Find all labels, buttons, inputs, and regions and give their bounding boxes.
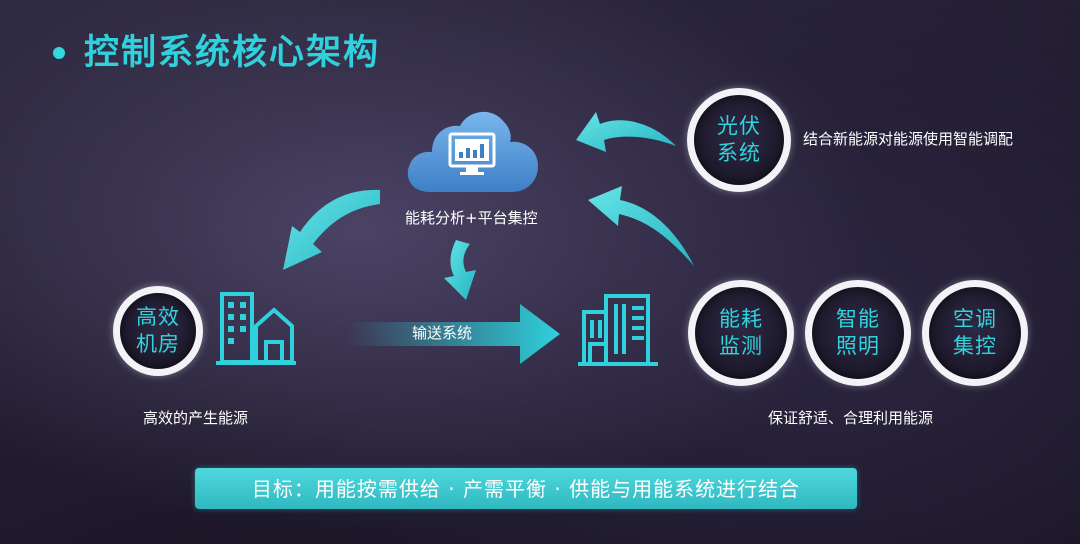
goal-text: 目标：用能按需供给 · 产需平衡 · 供能与用能系统进行结合 — [251, 476, 801, 501]
systems-caption: 保证舒适、合理利用能源 — [768, 409, 934, 427]
title-bullet — [53, 47, 65, 59]
ring-efficient-plant-label: 高效机房 — [136, 305, 180, 356]
solar-caption: 结合新能源对能源使用智能调配 — [803, 130, 1014, 148]
arrow-cloud-to-source — [283, 189, 380, 270]
building-icon — [216, 292, 296, 365]
arrow-systems-to-cloud — [588, 186, 694, 266]
ring-efficient-plant: 高效机房 — [113, 286, 203, 376]
transport-label: 输送系统 — [412, 324, 473, 342]
ring-energy-monitoring: 能耗监测 — [688, 280, 794, 386]
ring-smart-lighting-label: 智能照明 — [836, 307, 880, 358]
office-building-icon — [578, 294, 658, 366]
transport-arrow — [348, 304, 560, 364]
ring-energy-monitoring-label: 能耗监测 — [719, 307, 763, 358]
source-caption: 高效的产生能源 — [143, 409, 249, 427]
ring-hvac-control: 空调集控 — [922, 280, 1028, 386]
arrow-solar-to-cloud — [576, 112, 676, 152]
ring-hvac-control-label: 空调集控 — [953, 307, 997, 358]
ring-solar: 光伏系统 — [687, 88, 791, 192]
cloud-label: 能耗分析+平台集控 — [405, 209, 538, 227]
ring-solar-label: 光伏系统 — [717, 114, 761, 165]
cloud-monitor-chart-icon — [407, 111, 538, 192]
goal-banner: 目标：用能按需供给 · 产需平衡 · 供能与用能系统进行结合 — [195, 468, 857, 509]
arrow-cloud-down — [444, 240, 476, 300]
page-title: 控制系统核心架构 — [84, 33, 381, 73]
ring-smart-lighting: 智能照明 — [805, 280, 911, 386]
